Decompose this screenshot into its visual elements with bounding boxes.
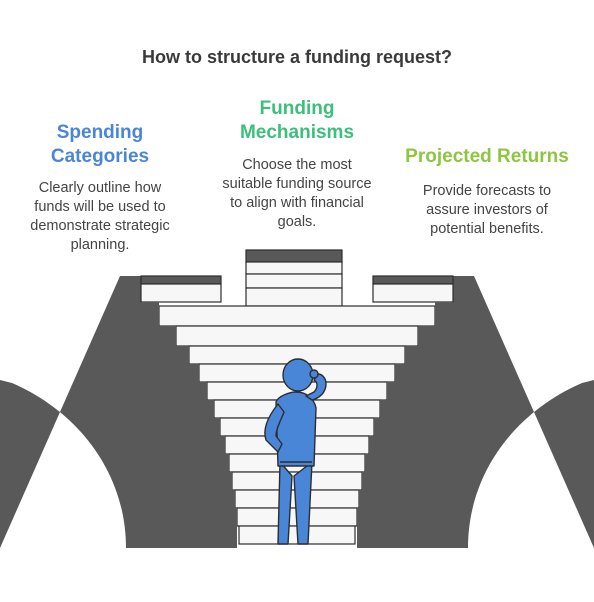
person-left-leg (277, 461, 293, 545)
person-figure (264, 358, 327, 545)
person-head (282, 358, 314, 392)
description-line: funds will be used to (34, 199, 166, 215)
heading-line: Spending (56, 122, 144, 143)
spending-categories-description: Clearly outline how funds will be used t… (10, 179, 190, 255)
heading-line: Mechanisms (239, 122, 355, 143)
heading-line: Categories (50, 146, 150, 167)
person-torso (275, 391, 317, 467)
right-pillar (453, 276, 594, 548)
description-line: potential benefits. (430, 221, 544, 237)
right-top-step (372, 275, 454, 285)
person-right-leg (293, 461, 313, 545)
description-line: suitable funding source (222, 176, 372, 192)
heading-line: Projected Returns (405, 146, 569, 167)
funding-mechanisms-description: Choose the most suitable funding source … (197, 156, 397, 232)
left-top-step (140, 275, 222, 285)
person-left-arm (264, 403, 285, 453)
description-line: to align with financial (230, 195, 364, 211)
description-line: goals. (277, 214, 317, 230)
person-right-arm (305, 373, 327, 401)
center-top-step (245, 249, 343, 263)
funding-mechanisms-heading: Funding Mechanisms (212, 97, 382, 145)
description-line: demonstrate strategic (30, 218, 170, 234)
diagram-title: How to structure a funding request? (141, 47, 452, 67)
description-line: Clearly outline how (38, 180, 162, 196)
projected-returns-description: Provide forecasts to assure investors of… (397, 182, 577, 239)
heading-line: Funding (259, 98, 335, 119)
spending-categories-heading: Spending Categories (20, 121, 180, 169)
description-line: Choose the most (242, 157, 352, 173)
description-line: Provide forecasts to (422, 183, 552, 199)
projected-returns-heading: Projected Returns (392, 145, 582, 169)
description-line: assure investors of (426, 202, 548, 218)
left-pillar (0, 276, 141, 548)
description-line: planning. (70, 237, 130, 253)
